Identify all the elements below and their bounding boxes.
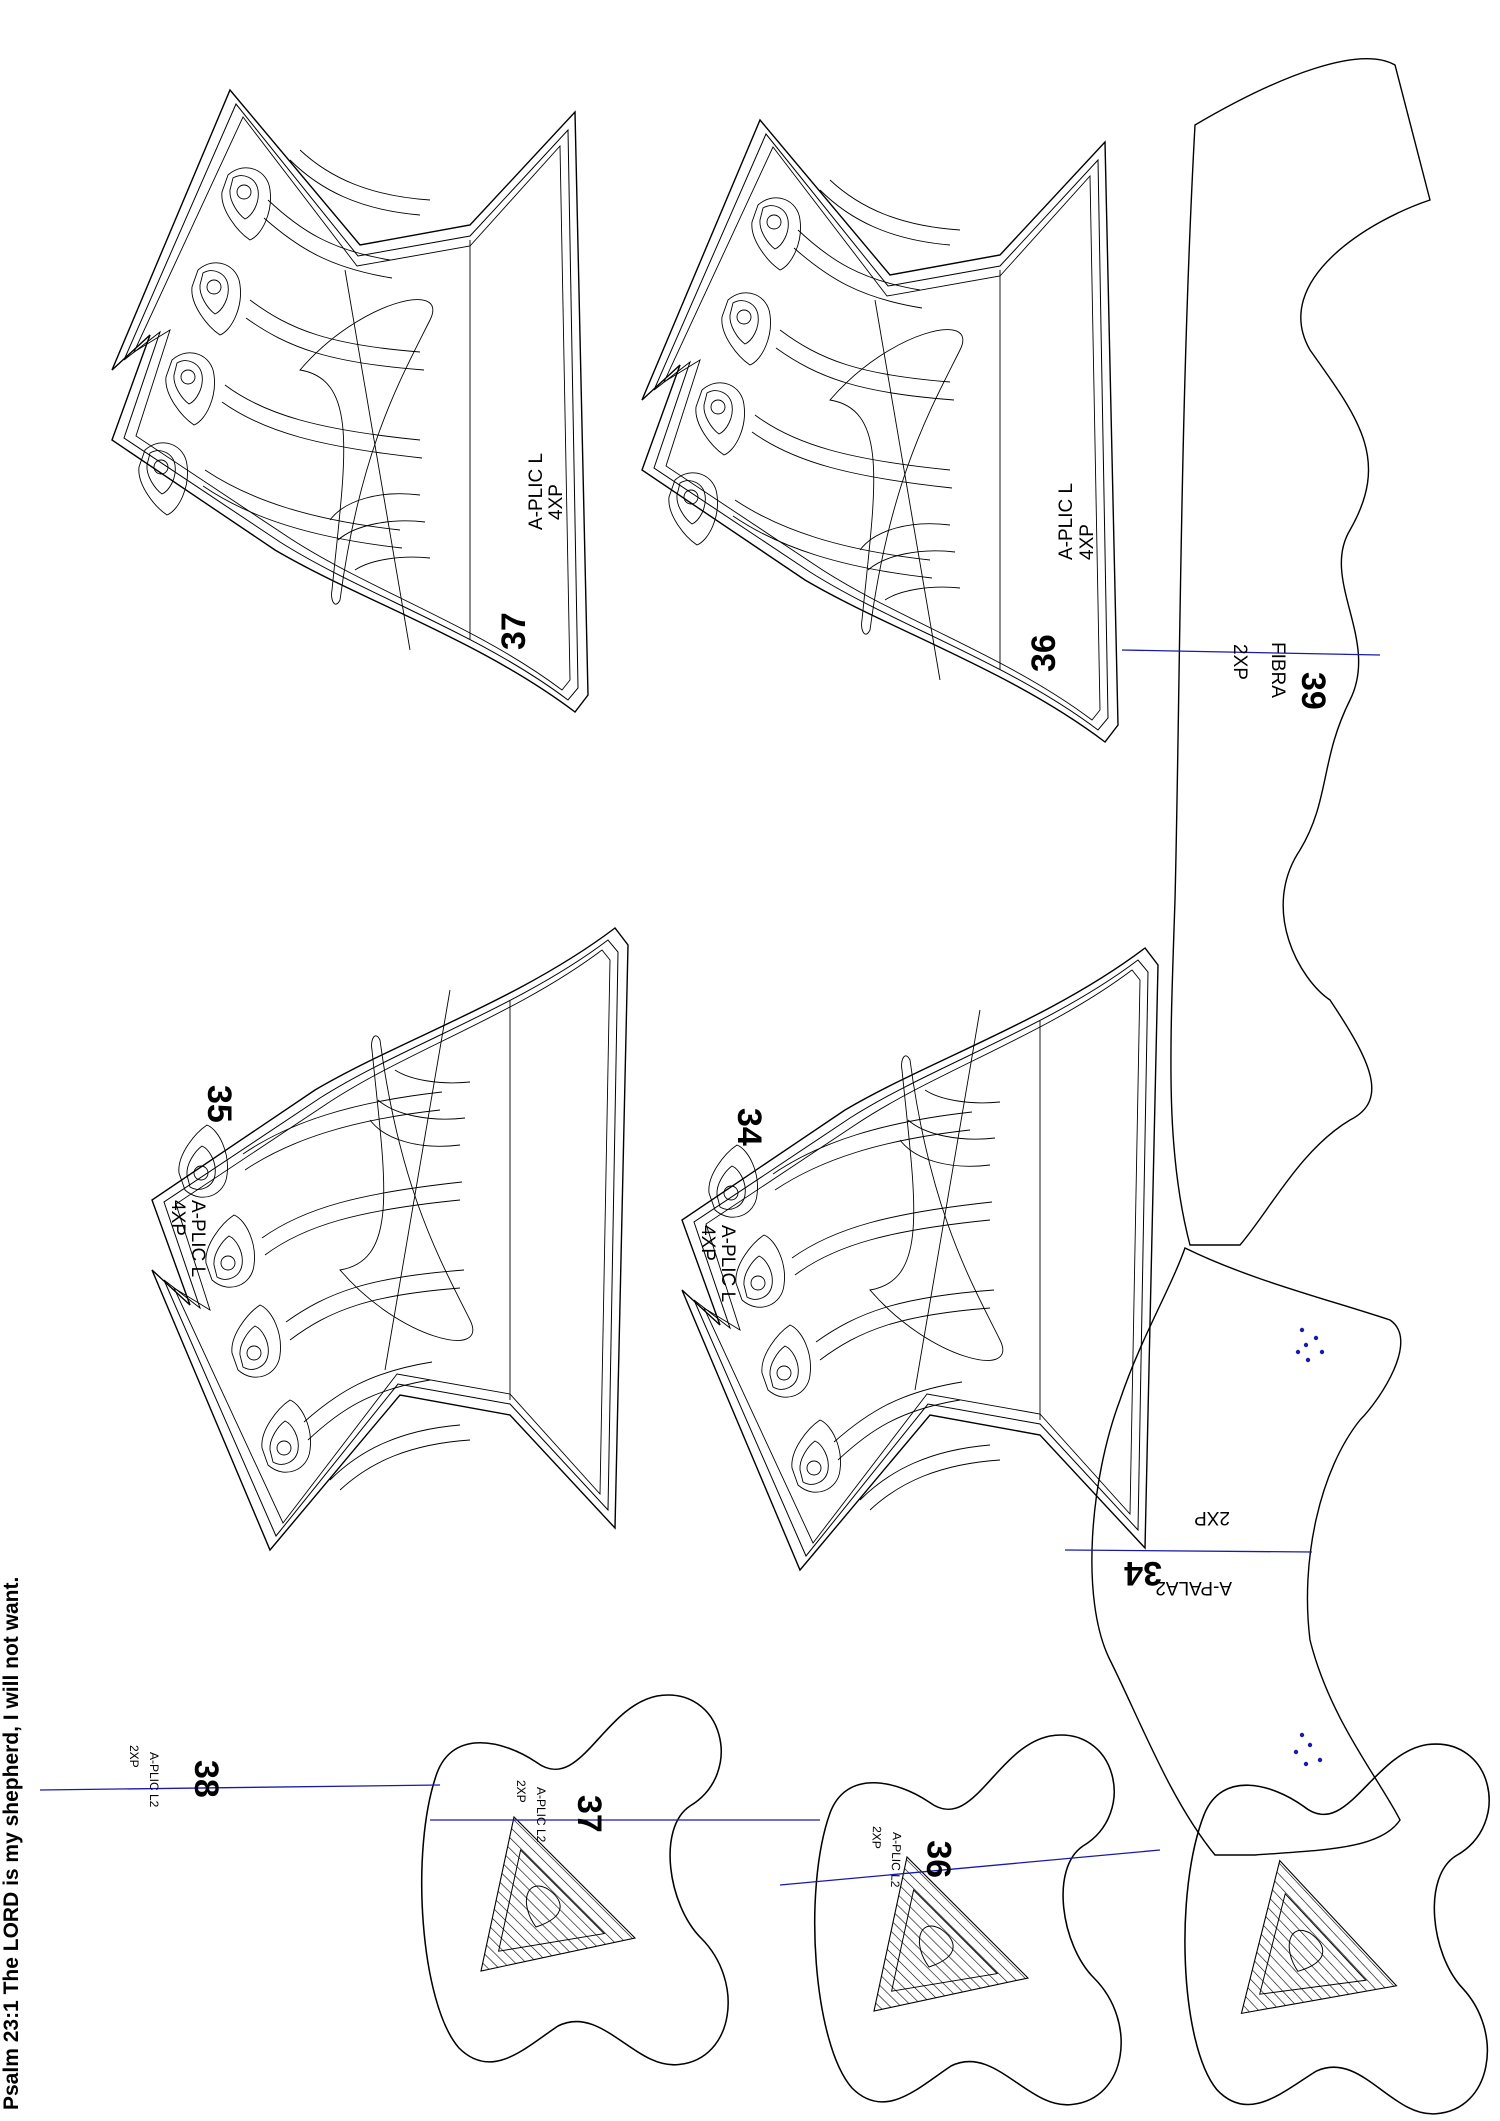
piece-36-name: A-PLIC L — [1056, 483, 1077, 560]
piece-35-qty: 4XP — [167, 1200, 188, 1236]
piece-35-name: A-PLIC L — [187, 1200, 208, 1277]
pala-notch-dot — [1313, 1335, 1319, 1341]
tab-38-grain-line — [39, 1784, 441, 1791]
piece-36-number: 36 — [1025, 634, 1063, 672]
piece-36-applique: 36 A-PLIC L 4XP — [641, 119, 1119, 743]
pala-notch-dot — [1303, 1761, 1309, 1767]
piece-34-applique: 34 A-PLIC L 4XP — [681, 947, 1159, 1571]
tab-37-qty: 2XP — [514, 1780, 528, 1803]
pala-notch-dot — [1303, 1342, 1309, 1348]
piece-36-qty: 4XP — [1077, 524, 1098, 560]
piece-37-applique: 37 A-PLIC L 4XP — [111, 89, 589, 713]
piece-39-grain-line — [1121, 649, 1381, 656]
tab-37-number: 37 — [570, 1795, 608, 1833]
pala-number: 34 — [1124, 1554, 1162, 1592]
piece-35-number: 35 — [200, 1085, 238, 1123]
piece-39-name: FIBRA — [1267, 642, 1288, 698]
tab-38: 38 A-PLIC L2 2XP — [39, 1694, 729, 2066]
pala-notch-dot — [1299, 1327, 1305, 1333]
piece-39-number: 39 — [1294, 672, 1332, 710]
tab-36-number: 36 — [919, 1840, 958, 1879]
tab-38-number: 38 — [187, 1760, 225, 1798]
pala-notch-dot — [1299, 1732, 1305, 1738]
tab-36-qty: 2XP — [869, 1826, 884, 1849]
pala-notch-dot — [1295, 1349, 1301, 1355]
tab-36-name: A-PLIC L2 — [888, 1832, 904, 1888]
piece-35-applique: 35 A-PLIC L 4XP — [151, 927, 629, 1551]
piece-39-qty: 2XP — [1229, 644, 1250, 680]
piece-34-pala: 34 A-PALA2 2XP — [1064, 1247, 1402, 1856]
piece-34-number: 34 — [730, 1108, 768, 1146]
tab-38-qty: 2XP — [127, 1745, 141, 1768]
pala-qty: 2XP — [1194, 1507, 1230, 1528]
tab-38-name: A-PLIC L2 — [147, 1752, 161, 1808]
tab-36-grain-line — [779, 1849, 1161, 1886]
pala-notch-dot — [1307, 1742, 1313, 1748]
pala-notch-dot — [1317, 1757, 1323, 1763]
pala-name: A-PALA2 — [1155, 1577, 1232, 1598]
pala-notch-dot — [1293, 1749, 1299, 1755]
tab-36: 36 A-PLIC L2 2XP — [779, 1734, 1499, 2117]
pala-notch-dot — [1305, 1357, 1311, 1363]
piece-37-qty: 4XP — [546, 484, 567, 520]
verse-text: Psalm 23:1 The LORD is my shepherd, I wi… — [0, 1577, 23, 2110]
tab-37-name: A-PLIC L2 — [534, 1787, 548, 1843]
piece-34-name: A-PLIC L — [717, 1225, 738, 1302]
pala-grain-line — [1064, 1549, 1313, 1553]
piece-39-fibra: 39 FIBRA 2XP — [1121, 58, 1431, 1246]
piece-37-number: 37 — [495, 612, 533, 650]
piece-37-name: A-PLIC L — [526, 453, 547, 530]
pala-notch-dot — [1319, 1349, 1325, 1355]
tab-37: 37 A-PLIC L2 2XP — [430, 1734, 1122, 2106]
piece-34-qty: 4XP — [697, 1225, 718, 1261]
